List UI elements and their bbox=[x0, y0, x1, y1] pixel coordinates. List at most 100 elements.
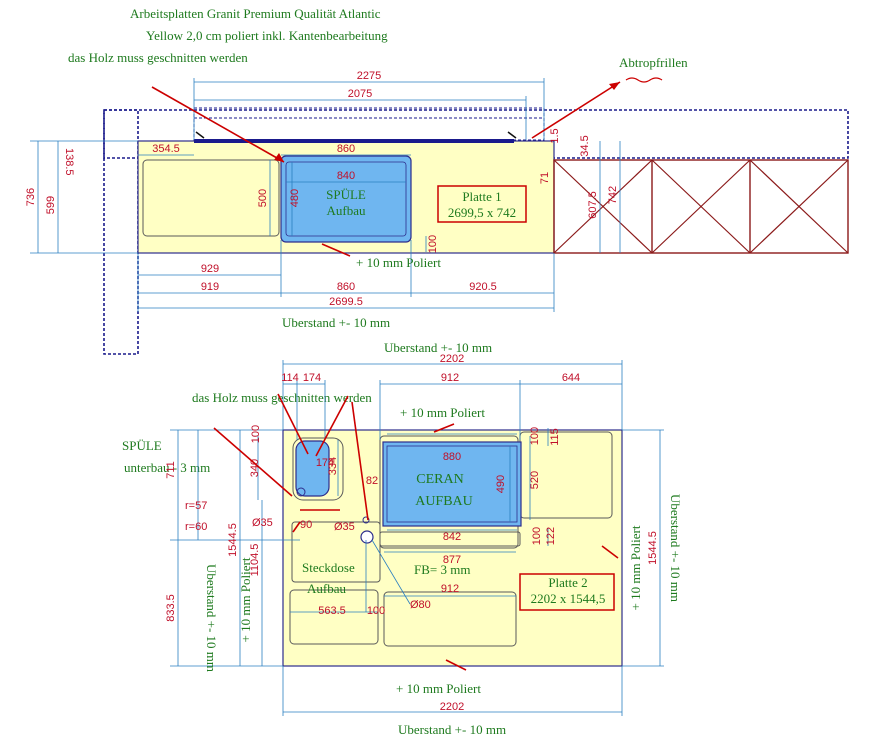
plate-2-polish-top: + 10 mm Poliert bbox=[400, 405, 485, 420]
dim-500: 500 bbox=[257, 189, 269, 207]
dim-929: 929 bbox=[201, 263, 219, 275]
dim-480: 480 bbox=[289, 189, 301, 207]
dim-115: 115 bbox=[549, 428, 561, 446]
diameter-80: Ø80 bbox=[410, 599, 431, 611]
dim-912-bot: 912 bbox=[441, 583, 459, 595]
drip-grooves-label: Abtropfrillen bbox=[619, 55, 688, 70]
plate-2-name: Platte 2 bbox=[548, 575, 587, 590]
dim-644: 644 bbox=[562, 372, 580, 384]
sink-undermount-label-1: SPÜLE bbox=[122, 438, 162, 453]
dim-90: 90 bbox=[300, 519, 312, 531]
dim-122: 122 bbox=[545, 527, 557, 545]
drainboard bbox=[142, 159, 280, 237]
dim-138-5: 138.5 bbox=[63, 148, 75, 176]
dim-1544-5-left: 1544.5 bbox=[227, 523, 239, 557]
plate-2-cooktop bbox=[382, 441, 522, 527]
dim-2275: 2275 bbox=[357, 70, 381, 82]
socket-label-1: Steckdose bbox=[302, 560, 355, 575]
dim-174-top: 174 bbox=[303, 372, 321, 384]
tilde-mark bbox=[625, 77, 663, 83]
dim-174-sink: 174 bbox=[316, 457, 334, 469]
dim-354-5: 354.5 bbox=[152, 143, 180, 155]
joint-width-note: FB= 3 mm bbox=[414, 562, 470, 577]
dim-340: 340 bbox=[249, 459, 261, 477]
plate-1-overhang-note: Uberstand +- 10 mm bbox=[282, 315, 390, 330]
plate-1-sink-label-2: Aufbau bbox=[327, 203, 366, 218]
dim-912-top: 912 bbox=[441, 372, 459, 384]
dim-1104-5: 1104.5 bbox=[249, 544, 261, 577]
plate-2-polish-left: + 10 mm Poliert bbox=[238, 557, 253, 642]
column-outline bbox=[103, 109, 139, 355]
dim-711: 711 bbox=[165, 461, 177, 479]
dim-2202-top: 2202 bbox=[440, 353, 464, 365]
dim-742: 742 bbox=[607, 186, 619, 204]
dim-833-5: 833.5 bbox=[165, 594, 177, 622]
dim-1544-5-right: 1544.5 bbox=[647, 531, 659, 565]
diameter-35-b: Ø35 bbox=[334, 521, 355, 533]
dim-34-5: 34.5 bbox=[579, 135, 591, 156]
wood-cut-note-bottom: das Holz muss geschnitten werden bbox=[192, 390, 372, 405]
plate-1-sink-label-1: SPÜLE bbox=[326, 187, 366, 202]
dim-100-left: 100 bbox=[250, 425, 262, 443]
radius-57: r=57 bbox=[185, 500, 207, 512]
dim-2202-bot: 2202 bbox=[440, 701, 464, 713]
dim-840: 840 bbox=[337, 170, 355, 182]
plate-1-arrows bbox=[151, 81, 621, 257]
dim-2075: 2075 bbox=[348, 88, 372, 100]
plate-1-name: Platte 1 bbox=[462, 189, 501, 204]
tall-cabinets bbox=[553, 159, 849, 254]
dim-563-5: 563.5 bbox=[318, 605, 346, 617]
plate-2-arrows bbox=[213, 393, 619, 671]
dim-919: 919 bbox=[201, 281, 219, 293]
socket-cutout bbox=[360, 530, 374, 544]
plate-2-polish-bottom: + 10 mm Poliert bbox=[396, 681, 481, 696]
dim-1-5: 1.5 bbox=[549, 128, 561, 143]
dim-842: 842 bbox=[443, 531, 461, 543]
plate-2-overhang-bottom: Uberstand +- 10 mm bbox=[398, 722, 506, 737]
socket-label-2: Aufbau bbox=[307, 581, 346, 596]
dim-71: 71 bbox=[539, 172, 551, 184]
plate-2-dimensions bbox=[170, 360, 664, 716]
plate-1-size: 2699,5 x 742 bbox=[448, 205, 516, 220]
dim-490: 490 bbox=[495, 475, 507, 493]
dim-100-bot: 100 bbox=[367, 605, 385, 617]
upper-cabinet-outline bbox=[193, 107, 545, 141]
dim-860-bot: 860 bbox=[337, 281, 355, 293]
plate-2-tag-box bbox=[519, 573, 615, 611]
dim-334: 334 bbox=[327, 457, 339, 475]
dim-114: 114 bbox=[281, 372, 299, 384]
dim-100-p1: 100 bbox=[427, 235, 439, 253]
cooktop-label-2: AUFBAU bbox=[415, 494, 473, 509]
tap-hole bbox=[362, 516, 370, 524]
backsplash-edge bbox=[194, 139, 514, 143]
dim-599: 599 bbox=[45, 196, 57, 214]
plate-1-dimensions bbox=[30, 78, 621, 312]
dim-880: 880 bbox=[443, 451, 461, 463]
sink-undermount-label-2: unterbau - 3 mm bbox=[124, 460, 210, 475]
plate-1-sink bbox=[280, 155, 412, 243]
diameter-35-a: Ø35 bbox=[252, 517, 273, 529]
plate-1-polish-note: + 10 mm Poliert bbox=[356, 255, 441, 270]
dim-920-5: 920.5 bbox=[469, 281, 497, 293]
plate-2-polish-right: + 10 mm Poliert bbox=[628, 525, 643, 610]
dim-607-5: 607.5 bbox=[587, 191, 599, 219]
dim-520: 520 bbox=[529, 471, 541, 489]
dim-2699-5: 2699.5 bbox=[329, 296, 363, 308]
dim-82: 82 bbox=[366, 475, 378, 487]
plate-2-size: 2202 x 1544,5 bbox=[531, 591, 606, 606]
dim-736: 736 bbox=[25, 188, 37, 206]
drain-hole bbox=[296, 487, 306, 497]
plate-2-overhang-left: Uberstand +- 10 mm bbox=[204, 564, 219, 672]
wood-cut-note-top: das Holz muss geschnitten werden bbox=[68, 50, 248, 65]
radius-60: r=60 bbox=[185, 521, 207, 533]
spec-line-2: Yellow 2,0 cm poliert inkl. Kantenbearbe… bbox=[146, 28, 388, 43]
dim-100-right: 100 bbox=[529, 427, 541, 445]
plate-2-overhang-right: Uberstand +- 10 mm bbox=[668, 494, 683, 602]
plate-2-overhang-top: Uberstand +- 10 mm bbox=[384, 340, 492, 355]
plate-2-sink bbox=[295, 440, 330, 497]
dim-100-r2: 100 bbox=[531, 527, 543, 545]
plate-1-tag-box bbox=[437, 185, 527, 223]
cooktop-label-1: CERAN bbox=[416, 472, 463, 487]
